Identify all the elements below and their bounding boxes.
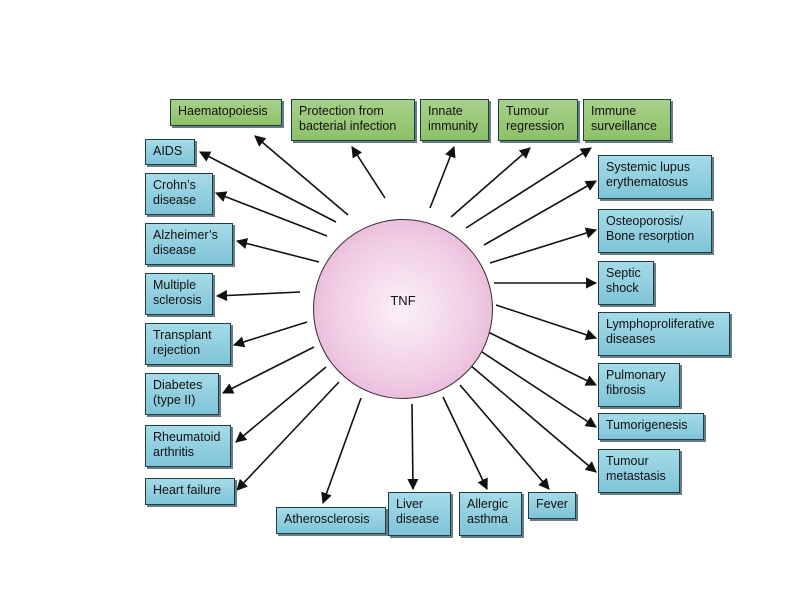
arrow-tumour-regression xyxy=(450,147,531,218)
box-tumour-regression: Tumour regression xyxy=(498,99,578,141)
box-diabetes-type-ii: Diabetes (type II) xyxy=(145,373,219,415)
arrow-diabetes xyxy=(222,346,315,394)
box-transplant-rejection: Transplant rejection xyxy=(145,323,231,365)
arrow-lymphoproliferative xyxy=(495,304,598,341)
arrow-osteoporosis xyxy=(489,227,598,264)
arrow-pulmonary xyxy=(487,331,598,386)
box-crohns-disease: Crohn’s disease xyxy=(145,173,213,215)
box-multiple-sclerosis: Multiple sclerosis xyxy=(145,273,213,315)
box-heart-failure: Heart failure xyxy=(145,478,235,505)
arrow-innate xyxy=(429,145,456,209)
box-alzheimers-disease: Alzheimer’s disease xyxy=(145,223,233,265)
arrow-allergic xyxy=(442,396,488,491)
arrow-immune-surveillance xyxy=(465,147,592,229)
arrow-heart-failure xyxy=(236,381,340,491)
arrow-aids xyxy=(199,151,337,223)
arrow-alzheimers xyxy=(235,238,320,263)
arrow-transplant xyxy=(232,321,308,348)
box-tumour-metastasis: Tumour metastasis xyxy=(598,449,680,493)
box-pulmonary-fibrosis: Pulmonary fibrosis xyxy=(598,363,680,407)
box-septic-shock: Septic shock xyxy=(598,261,654,305)
box-atherosclerosis: Atherosclerosis xyxy=(276,507,386,534)
arrow-protection xyxy=(351,146,386,199)
arrow-fever xyxy=(459,384,550,490)
arrow-multiple-sclerosis xyxy=(215,289,301,302)
box-rheumatoid-arthritis: Rheumatoid arthritis xyxy=(145,425,231,467)
box-immune-surveillance: Immune surveillance xyxy=(583,99,671,141)
box-systemic-lupus: Systemic lupus erythematosus xyxy=(598,155,712,199)
box-lymphoproliferative-diseases: Lymphoproliferative diseases xyxy=(598,312,730,356)
arrow-lupus xyxy=(483,180,597,246)
box-aids: AIDS xyxy=(145,139,195,165)
box-fever: Fever xyxy=(528,492,576,519)
arrow-liver xyxy=(407,403,419,491)
arrow-atherosclerosis xyxy=(321,397,362,505)
arrow-haematopoiesis xyxy=(254,135,349,216)
box-liver-disease: Liver disease xyxy=(388,492,451,536)
arrow-tumorigenesis xyxy=(478,349,597,428)
box-allergic-asthma: Allergic asthma xyxy=(459,492,522,536)
box-protection-bacterial-infection: Protection from bacterial infection xyxy=(291,99,415,141)
tnf-label: TNF xyxy=(390,293,416,308)
arrow-metastasis xyxy=(469,364,597,473)
box-innate-immunity: Innate immunity xyxy=(420,99,489,141)
arrow-rheumatoid xyxy=(235,366,327,443)
arrow-crohns xyxy=(214,191,328,237)
tnf-circle xyxy=(313,219,493,399)
box-tumorigenesis: Tumorigenesis xyxy=(598,413,704,440)
box-osteoporosis: Osteoporosis/ Bone resorption xyxy=(598,209,712,253)
box-haematopoiesis: Haematopoiesis xyxy=(170,99,282,126)
